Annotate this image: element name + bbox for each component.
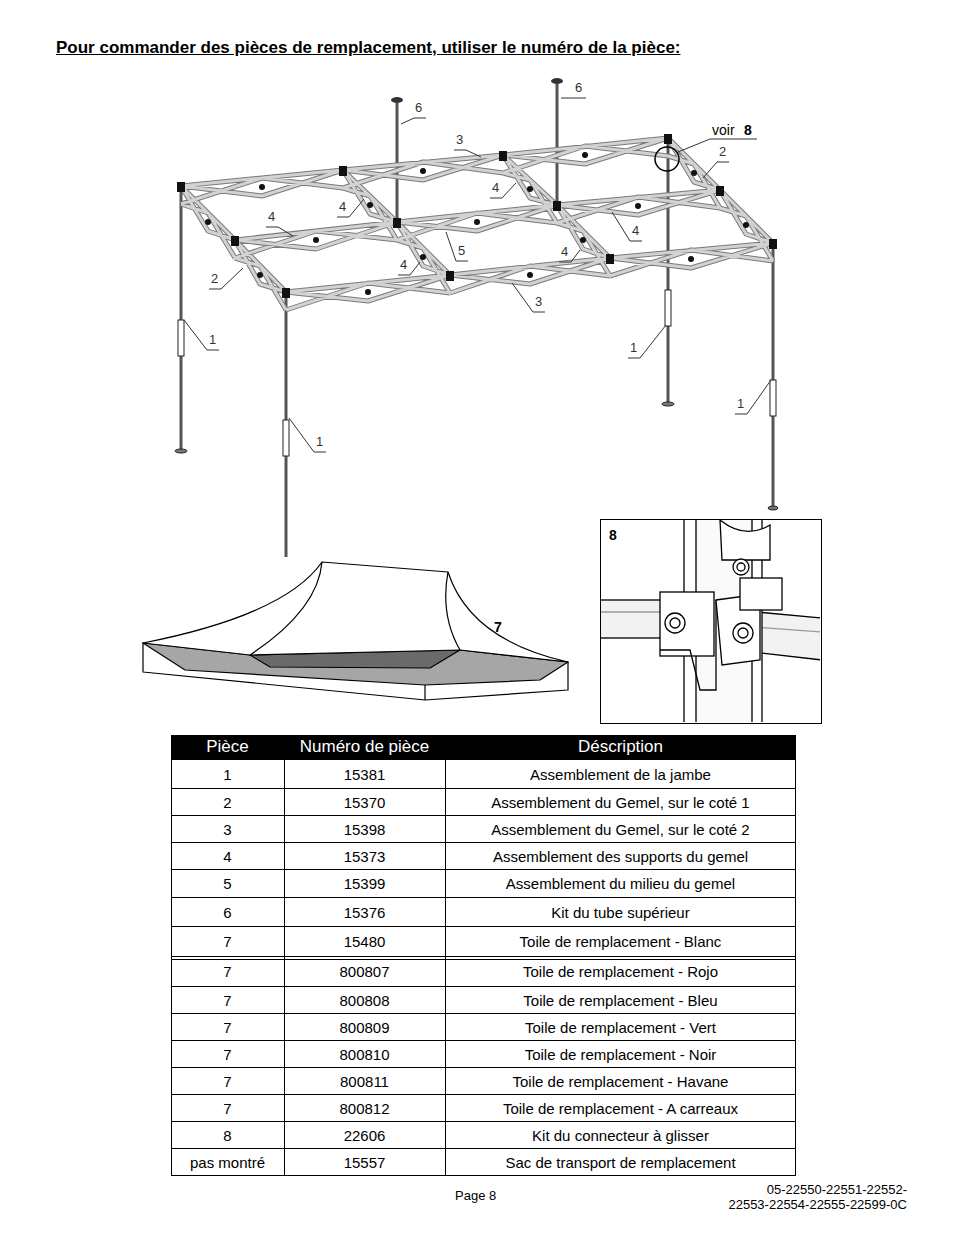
table-cell: 7	[171, 1072, 284, 1092]
table-cell: Toile de remplacement - A carreaux	[445, 1099, 796, 1119]
table-cell: Toile de remplacement - Bleu	[445, 991, 796, 1011]
table-cell: 15398	[284, 820, 445, 840]
callout-number: 4	[632, 224, 639, 239]
table-cell: 2	[171, 793, 284, 813]
detail-circle	[655, 147, 679, 171]
callout-number: 5	[458, 244, 465, 259]
table-cell: 1	[171, 765, 284, 785]
callout-number: 7	[494, 619, 502, 635]
table-cell: 22606	[284, 1126, 445, 1146]
page-title: Pour commander des pièces de remplacemen…	[56, 38, 681, 58]
table-cell: 7	[171, 962, 284, 982]
table-cell: Toile de remplacement - Blanc	[445, 932, 796, 952]
table-cell: pas montré	[171, 1153, 284, 1173]
table-cell: 15370	[284, 793, 445, 813]
table-cell: Assemblement de la jambe	[445, 765, 796, 785]
table-cell: 4	[171, 847, 284, 867]
table-cell: 800811	[284, 1072, 445, 1092]
callout-number: 2	[211, 272, 218, 287]
table-cell: Toile de remplacement - Vert	[445, 1018, 796, 1038]
callout-number: 3	[456, 133, 463, 148]
table-cell: 7	[171, 991, 284, 1011]
table-cell: Assemblement du Gemel, sur le coté 2	[445, 820, 796, 840]
table-cell: Assemblement des supports du gemel	[445, 847, 796, 867]
table-header: Numéro de pièce	[284, 737, 445, 757]
connector-detail	[601, 520, 820, 722]
table-cell: Toile de remplacement - Rojo	[445, 962, 796, 982]
table-cell: 800808	[284, 991, 445, 1011]
table-cell: Toile de remplacement - Noir	[445, 1045, 796, 1065]
table-cell: Kit du tube supérieur	[445, 903, 796, 923]
table-cell: 15557	[284, 1153, 445, 1173]
callout-number: voir	[712, 122, 735, 138]
callout-number: 3	[535, 295, 542, 310]
table-cell: Assemblement du milieu du gemel	[445, 874, 796, 894]
table-cell: 5	[171, 874, 284, 894]
callout-number: 4	[400, 258, 407, 273]
table-cell: 800809	[284, 1018, 445, 1038]
table-cell: 15399	[284, 874, 445, 894]
table-cell: 7	[171, 1018, 284, 1038]
callout-number: 8	[744, 122, 752, 138]
parts-table	[171, 735, 796, 1176]
callout-number: 1	[737, 397, 744, 412]
table-cell: Sac de transport de remplacement	[445, 1153, 796, 1173]
leader-line	[184, 98, 771, 452]
table-header: Pièce	[171, 737, 284, 757]
joint	[177, 134, 777, 298]
callout-number: 4	[561, 245, 568, 260]
table-cell: 3	[171, 820, 284, 840]
table-cell: Kit du connecteur à glisser	[445, 1126, 796, 1146]
table-cell: 15381	[284, 765, 445, 785]
callout-number: 2	[719, 145, 726, 160]
callout-number: 1	[630, 341, 637, 356]
table-cell: 7	[171, 1099, 284, 1119]
callout-number: 1	[209, 333, 216, 348]
table-cell: 800812	[284, 1099, 445, 1119]
table-cell: 7	[171, 1045, 284, 1065]
detail-number: 8	[609, 527, 617, 543]
document-code: 05-22550-22551-22552- 22553-22554-22555-…	[707, 1183, 907, 1213]
callout-number: 1	[316, 435, 323, 450]
table-cell: 15376	[284, 903, 445, 923]
callout-number: 4	[492, 181, 499, 196]
table-cell: 7	[171, 932, 284, 952]
page-number: Page 8	[455, 1189, 496, 1204]
table-cell: 15480	[284, 932, 445, 952]
table-cell: 6	[171, 903, 284, 923]
truss	[181, 138, 773, 310]
table-cell: Assemblement du Gemel, sur le coté 1	[445, 793, 796, 813]
table-cell: 800807	[284, 962, 445, 982]
canopy	[143, 562, 568, 700]
detail-box: 8	[600, 519, 822, 724]
table-cell: Toile de remplacement - Havane	[445, 1072, 796, 1092]
table-cell: 800810	[284, 1045, 445, 1065]
callout-number: 6	[415, 101, 422, 116]
callout-number: 4	[268, 210, 275, 225]
leg	[181, 138, 773, 557]
table-cell: 8	[171, 1126, 284, 1146]
table-cell: 15373	[284, 847, 445, 867]
table-header: Déscription	[445, 737, 796, 757]
callout-number: 6	[575, 81, 582, 96]
callout-number: 4	[339, 200, 346, 215]
